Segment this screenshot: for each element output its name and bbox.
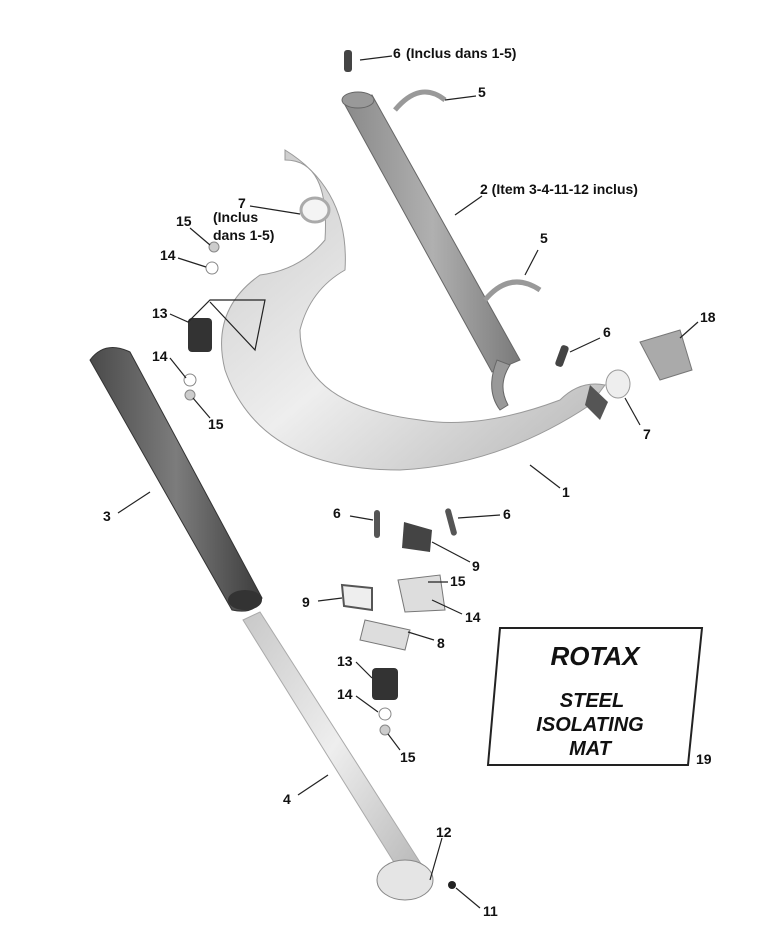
callout-8: 8 — [437, 635, 445, 651]
spring-icon — [344, 50, 352, 72]
callout-11: 11 — [483, 903, 498, 919]
tailpipe-part-4 — [242, 611, 434, 901]
small-parts — [183, 50, 693, 889]
callout-2: 2 (Item 3-4-11-12 inclus) — [480, 181, 638, 197]
callout-7: 7 — [238, 195, 246, 211]
mat-line-2: ISOLATING — [536, 714, 643, 736]
leader-lines — [117, 55, 699, 909]
callout-6: 6 — [603, 324, 611, 340]
muffler-part-2 — [341, 89, 542, 411]
callout-15: 15 — [176, 213, 192, 229]
mat-line-3: MAT — [569, 738, 613, 760]
callout-6: 6 — [393, 45, 401, 61]
callout-19: 19 — [696, 751, 712, 767]
callout-14: 14 — [160, 247, 176, 263]
callout-15: 15 — [450, 573, 466, 589]
callout-4: 4 — [283, 791, 291, 807]
callout-3: 3 — [103, 508, 111, 524]
callout-14: 14 — [152, 348, 168, 364]
callout-14: 14 — [337, 686, 353, 702]
callout-15: 15 — [400, 749, 416, 765]
callout-7-note-line2: dans 1-5) — [213, 227, 274, 243]
heat-sleeve-part-3 — [89, 347, 263, 612]
callout-9: 9 — [302, 594, 310, 610]
callout-13: 13 — [337, 653, 353, 669]
mat-line-1: STEEL — [560, 690, 624, 712]
expansion-chamber-part-1 — [221, 149, 608, 471]
callout-6-note: (Inclus dans 1-5) — [406, 45, 516, 61]
callout-13: 13 — [152, 305, 168, 321]
callout-12: 12 — [436, 824, 452, 840]
callout-7-note-line1: (Inclus — [213, 209, 258, 225]
callout-labels: 6 (Inclus dans 1-5) 5 2 (Item 3-4-11-12 … — [103, 45, 716, 919]
callout-6: 6 — [503, 506, 511, 522]
callout-1: 1 — [562, 484, 570, 500]
callout-7: 7 — [643, 426, 651, 442]
callout-18: 18 — [700, 309, 716, 325]
callout-5: 5 — [540, 230, 548, 246]
callout-15: 15 — [208, 416, 224, 432]
callout-6: 6 — [333, 505, 341, 521]
callout-5: 5 — [478, 84, 486, 100]
callout-9: 9 — [472, 558, 480, 574]
rotax-logo: ROTAX — [550, 641, 641, 671]
steel-isolating-mat-part-19: ROTAX STEEL ISOLATING MAT — [486, 627, 704, 766]
callout-14: 14 — [465, 609, 481, 625]
